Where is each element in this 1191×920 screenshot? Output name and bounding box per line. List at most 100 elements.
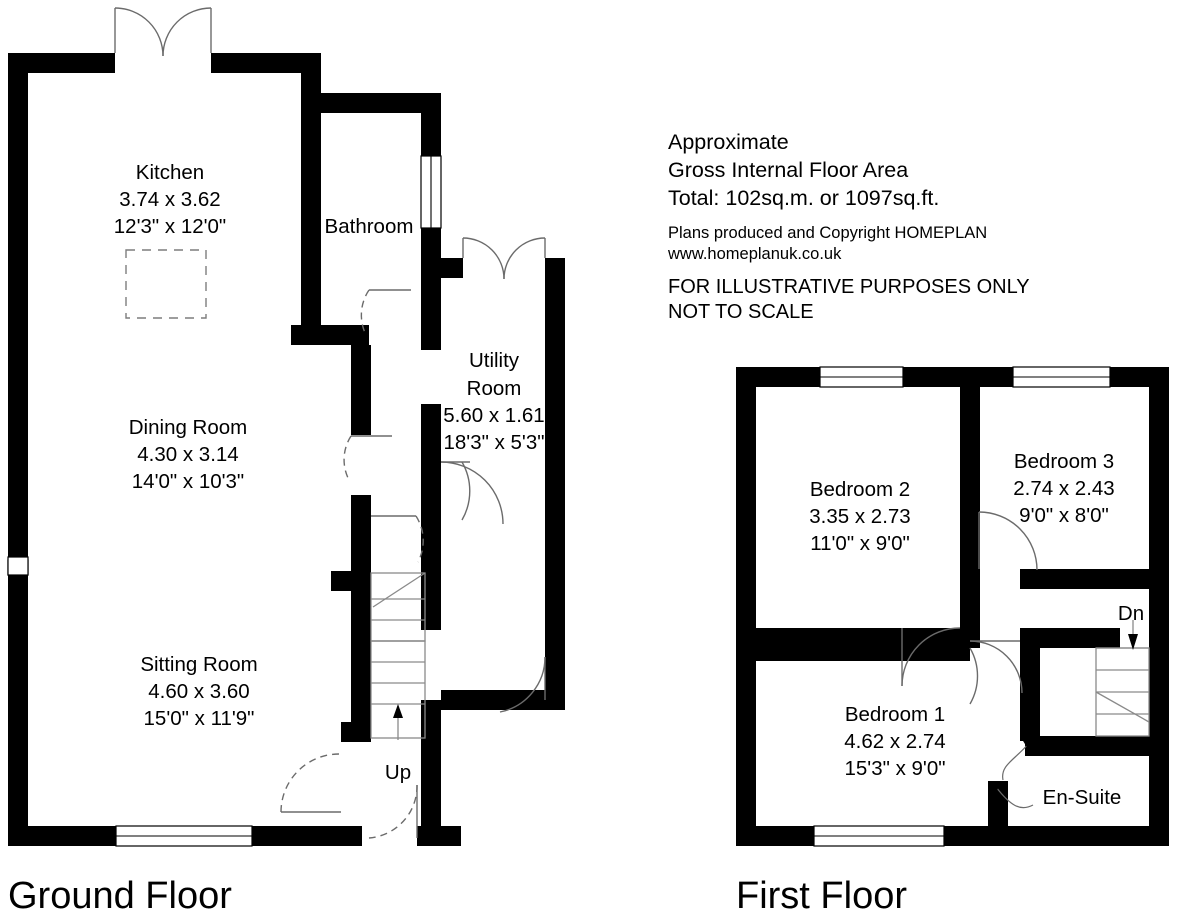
ground-floor-walls — [8, 53, 565, 846]
bedroom-2-dim-imperial: 11'0" x 9'0" — [810, 532, 910, 555]
ensuite-name: En-Suite — [1043, 786, 1122, 809]
wall-ff-landing-right — [1020, 628, 1040, 741]
wall-top-right — [211, 53, 321, 73]
wall-ff-bed3-bottom — [1020, 569, 1149, 589]
ensuite-leader-lines — [988, 736, 1034, 809]
wall-top-left — [8, 53, 115, 73]
sitting-room-dim-imperial: 15'0" x 11'9" — [144, 707, 255, 730]
area-note-line-3: Total: 102sq.m. or 1097sq.ft. — [668, 186, 939, 210]
dining-room-dim-metric: 4.30 x 3.14 — [137, 443, 238, 466]
bedroom-1-dim-imperial: 15'3" x 9'0" — [844, 757, 945, 780]
ground-floor-doors — [114, 7, 546, 839]
notes-block: Approximate Gross Internal Floor Area To… — [667, 130, 1030, 323]
wall-ff-ensuite-left — [988, 781, 1008, 846]
dining-room-name: Dining Room — [129, 416, 248, 439]
wall-ff-top-2 — [903, 367, 1013, 387]
first-floor-stairs — [1095, 620, 1150, 737]
dining-room-dim-imperial: 14'0" x 10'3" — [132, 470, 244, 493]
door-landing — [969, 647, 979, 705]
door-sitting-room — [280, 753, 341, 813]
credit-line-1: Plans produced and Copyright HOMEPLAN — [668, 224, 987, 242]
wall-utility-right — [545, 258, 565, 710]
wall-ff-bottom-2 — [944, 826, 1169, 846]
bedroom-3-dim-metric: 2.74 x 2.43 — [1013, 477, 1114, 500]
door-utility-french — [462, 237, 546, 280]
door-front-entry — [368, 784, 418, 839]
wall-ff-left — [736, 367, 756, 846]
bedroom-1-name: Bedroom 1 — [845, 703, 945, 726]
bedroom-3-dim-imperial: 9'0" x 8'0" — [1019, 504, 1109, 527]
wall-ff-landing-top — [1020, 628, 1120, 648]
disclaimer-line-2: NOT TO SCALE — [668, 301, 814, 323]
first-stair-dn-label: Dn — [1118, 602, 1144, 625]
wall-sitting-hall — [351, 594, 371, 724]
door-dining-room — [343, 435, 392, 481]
wall-bottom-mid — [252, 826, 362, 846]
wall-left-lower — [8, 574, 28, 846]
wall-bottom-left — [8, 826, 116, 846]
bedroom-1-dim-metric: 4.62 x 2.74 — [844, 730, 945, 753]
door-bedroom-1 — [969, 640, 1023, 694]
utility-room-name-line1: Utility — [469, 349, 520, 372]
wall-ff-bed2-bed3 — [960, 367, 980, 569]
door-utility-hall — [440, 461, 504, 525]
wall-dining-hall-upper — [351, 345, 371, 435]
kitchen-dim-metric: 3.74 x 3.62 — [119, 188, 220, 211]
first-floor-walls — [736, 367, 1169, 846]
wall-left-upper — [8, 53, 28, 560]
wall-bathroom-right-lower — [421, 228, 441, 275]
wall-ff-top-1 — [736, 367, 820, 387]
wall-ff-right — [1149, 367, 1169, 846]
wall-sitting-hall-foot — [341, 722, 371, 742]
wall-bathroom-top — [301, 93, 441, 113]
door-bathroom — [360, 289, 411, 336]
door-kitchen-french — [114, 7, 212, 57]
wall-bathroom-right-upper — [421, 93, 441, 156]
stair-up-arrow-icon — [393, 704, 403, 740]
kitchen-dim-imperial: 12'3" x 12'0" — [114, 215, 226, 238]
sitting-room-dim-metric: 4.60 x 3.60 — [148, 680, 249, 703]
wall-ff-bed2-bottom-jog — [960, 569, 980, 648]
ground-floor-stairs — [370, 572, 426, 740]
ensuite-leader-arrowhead-1 — [1020, 736, 1034, 749]
utility-room-dim-metric: 5.60 x 1.61 — [443, 404, 544, 427]
wall-hall-utility-upper — [421, 275, 441, 350]
wall-hall-utility-lower — [421, 700, 441, 846]
kitchen-name: Kitchen — [136, 161, 204, 184]
credit-line-2: www.homeplanuk.co.uk — [667, 245, 842, 263]
utility-room-name-line2: Room — [467, 377, 522, 400]
door-hall-sitting-upper — [371, 515, 424, 563]
door-bedroom-2 — [901, 627, 961, 687]
first-floor-labels: Bedroom 2 3.35 x 2.73 11'0" x 9'0" Bedro… — [809, 450, 1144, 809]
area-note-line-1: Approximate — [668, 130, 789, 154]
ensuite-leader-arrowhead-2 — [988, 781, 1002, 794]
door-bedroom-3 — [978, 511, 1038, 571]
window-left-wall — [7, 556, 29, 576]
wall-hall-utility-mid — [421, 404, 441, 630]
wall-stair-nub — [331, 571, 371, 591]
first-floor-windows — [813, 366, 1111, 847]
wall-utility-bottom — [441, 690, 565, 710]
wall-ff-bed1-top — [756, 641, 970, 661]
wall-ff-ensuite-top — [1025, 736, 1149, 756]
kitchen-island-fixture — [125, 249, 207, 319]
wall-kitchen-bathroom-divider — [301, 53, 321, 334]
wall-bathroom-bottom-left — [291, 325, 369, 345]
first-floor-title: First Floor — [736, 875, 907, 917]
ground-floor-title: Ground Floor — [8, 875, 232, 917]
bedroom-3-name: Bedroom 3 — [1014, 450, 1114, 473]
bedroom-2-name: Bedroom 2 — [810, 478, 910, 501]
ground-floor-plan: Kitchen 3.74 x 3.62 12'3" x 12'0" Bathro… — [7, 7, 565, 917]
disclaimer-line-1: FOR ILLUSTRATIVE PURPOSES ONLY — [668, 276, 1030, 298]
area-note-line-2: Gross Internal Floor Area — [668, 158, 908, 182]
first-floor-plan: Bedroom 2 3.35 x 2.73 11'0" x 9'0" Bedro… — [736, 366, 1169, 917]
utility-room-dim-imperial: 18'3" x 5'3" — [443, 431, 544, 454]
ground-floor-labels: Kitchen 3.74 x 3.62 12'3" x 12'0" Bathro… — [114, 161, 545, 784]
door-utility-side — [499, 656, 546, 713]
first-floor-doors — [901, 511, 1038, 705]
wall-utility-top-left — [441, 258, 463, 278]
stair-down-arrow-icon — [1128, 620, 1138, 650]
